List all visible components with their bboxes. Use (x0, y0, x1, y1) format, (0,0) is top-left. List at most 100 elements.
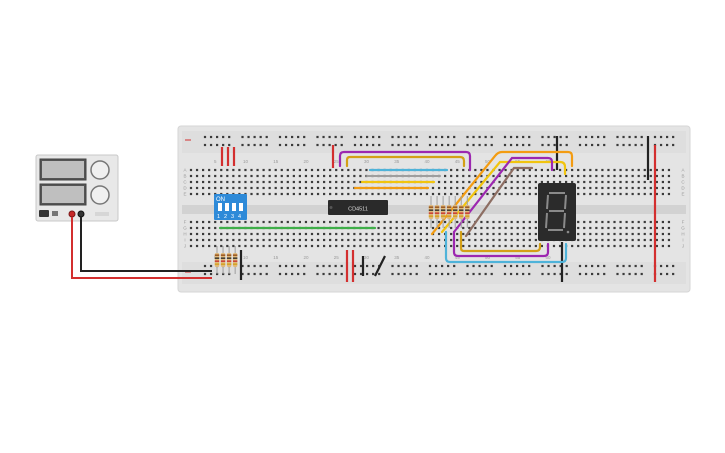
hole[interactable] (298, 244, 301, 248)
rail-hole[interactable] (622, 264, 625, 268)
rail-hole[interactable] (484, 272, 487, 276)
hole[interactable] (377, 220, 380, 224)
rail-hole[interactable] (334, 272, 337, 276)
hole[interactable] (540, 174, 543, 178)
rail-hole[interactable] (522, 143, 525, 147)
hole[interactable] (195, 168, 199, 172)
hole[interactable] (298, 186, 301, 190)
hole[interactable] (431, 192, 435, 196)
rail-hole[interactable] (397, 143, 400, 147)
hole[interactable] (595, 168, 598, 172)
rail-hole[interactable] (241, 143, 244, 147)
hole[interactable] (365, 220, 368, 224)
rail-hole[interactable] (203, 143, 207, 147)
hole[interactable] (625, 168, 628, 172)
hole[interactable] (643, 244, 646, 248)
hole[interactable] (649, 180, 652, 184)
rail-hole[interactable] (466, 143, 469, 147)
hole[interactable] (613, 226, 616, 230)
hole[interactable] (534, 238, 537, 242)
hole[interactable] (468, 192, 471, 196)
hole[interactable] (377, 232, 380, 236)
hole[interactable] (661, 226, 664, 230)
rail-hole[interactable] (415, 135, 418, 139)
rail-hole[interactable] (597, 135, 600, 139)
hole[interactable] (649, 192, 652, 196)
hole[interactable] (250, 192, 253, 196)
hole[interactable] (226, 232, 229, 236)
hole[interactable] (522, 226, 525, 230)
hole[interactable] (226, 220, 229, 224)
hole[interactable] (220, 168, 223, 172)
rail-hole[interactable] (478, 135, 481, 139)
hole[interactable] (589, 238, 592, 242)
hole[interactable] (456, 232, 459, 236)
hole[interactable] (649, 244, 652, 248)
rail-hole[interactable] (509, 135, 513, 139)
hole[interactable] (516, 220, 519, 224)
rail-hole[interactable] (372, 135, 375, 139)
hole[interactable] (347, 238, 350, 242)
rail-hole[interactable] (253, 272, 256, 276)
rail-hole[interactable] (278, 135, 282, 139)
rail-hole[interactable] (640, 264, 643, 268)
hole[interactable] (407, 226, 410, 230)
hole[interactable] (516, 174, 519, 178)
hole[interactable] (468, 226, 471, 230)
hole[interactable] (552, 174, 556, 178)
hole[interactable] (413, 238, 416, 242)
rail-hole[interactable] (522, 135, 525, 139)
hole[interactable] (202, 232, 205, 236)
rail-hole[interactable] (478, 272, 481, 276)
hole[interactable] (546, 174, 550, 178)
rail-hole[interactable] (378, 272, 381, 276)
hole[interactable] (262, 238, 265, 242)
hole[interactable] (383, 244, 386, 248)
rail-hole[interactable] (378, 135, 381, 139)
hole[interactable] (329, 220, 332, 224)
rail-hole[interactable] (672, 264, 675, 268)
rail-hole[interactable] (472, 264, 475, 268)
hole[interactable] (431, 238, 435, 242)
rail-hole[interactable] (578, 264, 582, 268)
rail-hole[interactable] (372, 272, 375, 276)
power-button[interactable] (39, 210, 49, 217)
pulldown-resistor[interactable] (220, 246, 226, 274)
rail-hole[interactable] (666, 272, 669, 276)
hole[interactable] (425, 232, 429, 236)
hole[interactable] (492, 232, 495, 236)
hole[interactable] (244, 186, 247, 190)
hole[interactable] (304, 186, 308, 190)
hole[interactable] (395, 238, 398, 242)
hole[interactable] (504, 168, 507, 172)
rail-hole[interactable] (503, 272, 507, 276)
hole[interactable] (450, 192, 453, 196)
rail-hole[interactable] (622, 272, 625, 276)
hole[interactable] (462, 238, 465, 242)
hole[interactable] (613, 232, 616, 236)
hole[interactable] (274, 186, 277, 190)
hole[interactable] (486, 180, 489, 184)
hole[interactable] (323, 238, 326, 242)
rail-hole[interactable] (441, 143, 444, 147)
hole[interactable] (389, 226, 392, 230)
hole[interactable] (256, 168, 259, 172)
hole[interactable] (335, 220, 338, 224)
hole[interactable] (329, 186, 332, 190)
hole[interactable] (516, 168, 519, 172)
hole[interactable] (323, 168, 326, 172)
hole[interactable] (540, 180, 543, 184)
rail-hole[interactable] (216, 135, 219, 139)
rail-hole[interactable] (628, 264, 631, 268)
hole[interactable] (498, 232, 501, 236)
hole[interactable] (189, 238, 193, 242)
hole[interactable] (401, 244, 404, 248)
hole[interactable] (262, 180, 265, 184)
hole[interactable] (601, 226, 604, 230)
hole[interactable] (250, 168, 253, 172)
rail-hole[interactable] (366, 143, 369, 147)
hole[interactable] (413, 192, 416, 196)
hole[interactable] (220, 220, 223, 224)
hole[interactable] (437, 192, 441, 196)
hole[interactable] (595, 226, 598, 230)
